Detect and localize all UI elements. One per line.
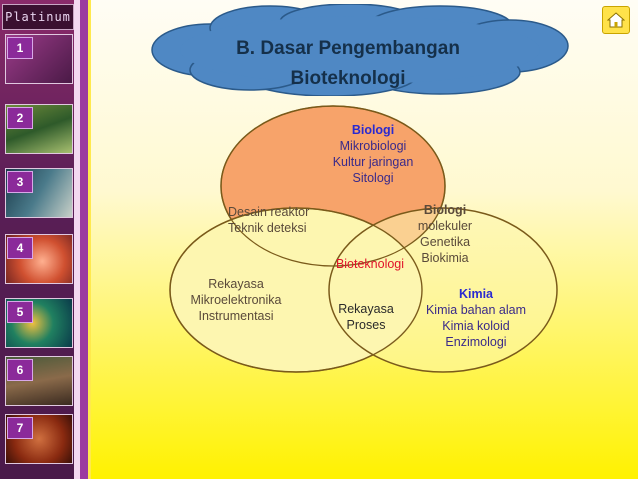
- label-line: Teknik deteksi: [228, 221, 307, 235]
- thumbnail-6[interactable]: 6: [5, 356, 73, 406]
- label-line: Kimia bahan alam: [425, 303, 527, 317]
- thumbnail-number: 7: [7, 417, 33, 439]
- logo: Platinum: [2, 4, 74, 30]
- label-line: Biokimia: [421, 251, 469, 265]
- thumbnail-2[interactable]: 2: [5, 104, 73, 154]
- thumbnail-4[interactable]: 4: [5, 234, 73, 284]
- label-rekayasa-proses: Rekayasa Proses: [326, 301, 406, 333]
- label-line: Instrumentasi: [198, 309, 274, 323]
- label-line: Mikrobiologi: [339, 139, 407, 153]
- label-biologi: Biologi Mikrobiologi Kultur jaringan Sit…: [316, 122, 430, 186]
- label-biologi-molekuler: Biologi molekuler Genetika Biokimia: [408, 202, 482, 266]
- home-icon: [607, 12, 625, 28]
- label-line: Sitologi: [352, 171, 394, 185]
- title-line: Bioteknologi: [290, 68, 406, 89]
- thumbnail-number: 1: [7, 37, 33, 59]
- label-line: Rekayasa: [208, 277, 264, 291]
- sidebar-stripe: [74, 0, 80, 479]
- label-center: Bioteknologi: [335, 257, 405, 271]
- label-line: Genetika: [419, 235, 471, 249]
- label-line: molekuler: [417, 219, 473, 233]
- thumbnail-number: 6: [7, 359, 33, 381]
- label-line: Kultur jaringan: [332, 155, 414, 169]
- sidebar-stripe: [80, 0, 88, 479]
- title-line: B. Dasar Pengembangan: [236, 38, 460, 59]
- home-button[interactable]: [602, 6, 630, 34]
- label-line: Rekayasa: [338, 302, 394, 316]
- label-line: Enzimologi: [445, 335, 507, 349]
- circle-kimia: [328, 207, 558, 373]
- label-heading: Biologi: [351, 123, 395, 137]
- thumbnail-number: 2: [7, 107, 33, 129]
- thumbnail-number: 3: [7, 171, 33, 193]
- label-line: Desain reaktor: [228, 205, 310, 219]
- label-line: Proses: [346, 318, 386, 332]
- sidebar: Platinum 1 2 3 4 5 6 7: [0, 0, 74, 479]
- label-desain: Desain reaktor Teknik deteksi: [228, 204, 346, 236]
- thumbnail-7[interactable]: 7: [5, 414, 73, 464]
- thumbnail-1[interactable]: 1: [5, 34, 73, 84]
- label-line: Biologi: [423, 203, 467, 217]
- page-title: B. Dasar Pengembangan Bioteknologi: [200, 34, 496, 94]
- sidebar-stripe: [88, 0, 91, 479]
- thumbnail-number: 5: [7, 301, 33, 323]
- thumbnail-number: 4: [7, 237, 33, 259]
- label-heading: Kimia: [458, 287, 494, 301]
- title-cloud: [151, 4, 569, 96]
- label-rekayasa: Rekayasa Mikroelektronika Instrumentasi: [168, 276, 304, 324]
- label-line: Kimia koloid: [442, 319, 510, 333]
- label-line: Mikroelektronika: [190, 293, 282, 307]
- label-kimia: Kimia Kimia bahan alam Kimia koloid Enzi…: [414, 286, 538, 350]
- thumbnail-5[interactable]: 5: [5, 298, 73, 348]
- thumbnail-3[interactable]: 3: [5, 168, 73, 218]
